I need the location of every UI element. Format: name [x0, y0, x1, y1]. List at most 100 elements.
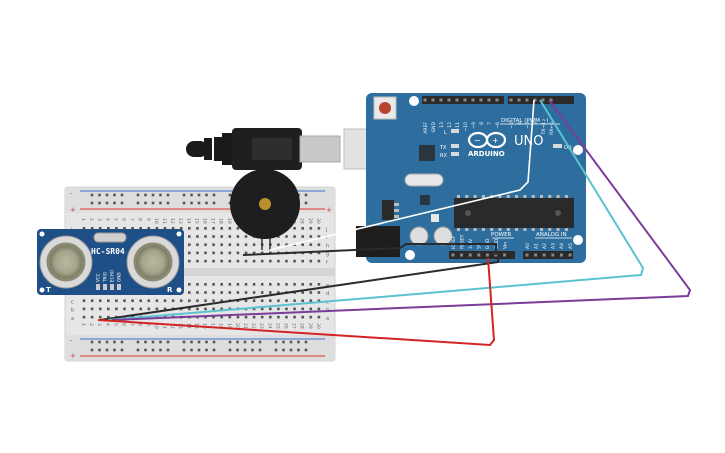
digital-pin[interactable]: [509, 98, 513, 102]
analog-pin[interactable]: [551, 253, 555, 257]
ic-pin: [540, 195, 543, 198]
breadboard-hole: [212, 243, 215, 246]
wire-buzzer-gnd[interactable]: [242, 243, 497, 256]
breadboard-hole: [220, 243, 223, 246]
sensor-pin[interactable]: [103, 284, 107, 290]
sensor-corner-t: T: [46, 286, 51, 294]
breadboard-hole: [236, 259, 240, 263]
sensor-pin[interactable]: [96, 284, 100, 290]
analog-pin[interactable]: [525, 253, 529, 257]
power-pin[interactable]: [503, 253, 507, 257]
wire-sensor-vcc[interactable]: [97, 257, 496, 347]
breadboard-hole: [301, 315, 304, 319]
power-pin[interactable]: [468, 253, 472, 257]
analog-pin-label: A1: [533, 243, 539, 249]
breadboard-hole: [171, 299, 175, 302]
digital-pin[interactable]: [463, 98, 467, 102]
breadboard-hole: [285, 299, 288, 302]
breadboard-hole: [293, 315, 296, 319]
capacitor-2: [433, 226, 453, 246]
breadboard-hole: [107, 307, 110, 311]
digital-pin[interactable]: [495, 98, 499, 102]
breadboard-hole: [204, 243, 207, 246]
column-number: 7: [129, 218, 135, 221]
mount-hole-1: [409, 96, 419, 106]
breadboard-hole: [309, 307, 313, 311]
power-pin[interactable]: [477, 253, 481, 257]
power-pin[interactable]: [485, 253, 489, 257]
sensor-pin[interactable]: [117, 284, 121, 290]
digital-pin[interactable]: [423, 98, 427, 102]
wire-sensor-trig[interactable]: [107, 99, 645, 321]
piezo-buzzer[interactable]: [230, 169, 300, 250]
digital-pin[interactable]: [439, 98, 443, 102]
analog-pin[interactable]: [534, 253, 538, 257]
digital-pin[interactable]: [525, 98, 529, 102]
breadboard-hole: [115, 299, 118, 302]
wire-sensor-echo[interactable]: [111, 99, 692, 321]
ic-pin: [540, 228, 543, 231]
wire-buzzer-signal[interactable]: [269, 99, 535, 251]
breadboard-hole: [252, 299, 256, 302]
rail-hole: [144, 340, 147, 344]
breadboard-hole: [155, 307, 159, 311]
column-number: 6: [121, 218, 127, 221]
digital-pin[interactable]: [517, 98, 521, 102]
digital-pin[interactable]: [471, 98, 475, 102]
breadboard-hole: [131, 227, 134, 230]
reset-button-cap[interactable]: [379, 102, 391, 114]
analog-pin[interactable]: [542, 253, 546, 257]
rail-hole: [105, 193, 109, 197]
breadboard-hole: [139, 307, 142, 311]
analog-pin[interactable]: [568, 253, 572, 257]
digital-pin[interactable]: [487, 98, 491, 102]
rail-hole: [297, 348, 300, 352]
breadboard-hole: [212, 291, 215, 294]
digital-pin-label: ~10: [463, 122, 469, 132]
rail-hole: [243, 348, 247, 352]
breadboard-hole: [204, 251, 207, 255]
breadboard-hole: [228, 227, 232, 230]
arduino-model-text: UNO: [514, 134, 543, 149]
digital-pin[interactable]: [549, 98, 553, 102]
breadboard-hole: [293, 227, 296, 230]
rail-hole: [144, 201, 147, 205]
breadboard-hole: [147, 307, 151, 311]
breadboard-hole: [317, 227, 321, 230]
column-number: 10: [153, 218, 159, 224]
sensor-pin-label: VCC: [96, 273, 101, 282]
analog-pin[interactable]: [559, 253, 563, 257]
sensor-pin[interactable]: [110, 284, 114, 290]
digital-pin[interactable]: [431, 98, 435, 102]
ic-pin: [556, 228, 560, 231]
rail-hole: [144, 193, 147, 197]
breadboard-hole: [285, 315, 288, 319]
digital-pin-label: ~9: [471, 122, 477, 129]
rail-plus-label-bottom: +: [70, 352, 76, 360]
rail-hole: [205, 193, 208, 197]
digital-pin[interactable]: [541, 98, 545, 102]
breadboard-hole: [260, 251, 264, 255]
digital-pin[interactable]: [479, 98, 483, 102]
digital-pin[interactable]: [455, 98, 459, 102]
breadboard-center-channel: [65, 268, 335, 276]
power-pin[interactable]: [460, 253, 464, 257]
power-pin[interactable]: [451, 253, 455, 257]
digital-pin[interactable]: [447, 98, 451, 102]
breadboard-hole: [252, 243, 256, 246]
breadboard-hole: [244, 315, 248, 319]
breadboard-hole: [220, 251, 223, 255]
wire-sensor-gnd[interactable]: [99, 255, 499, 321]
digital-pin-label: ~6: [495, 122, 501, 129]
power-pin-label: 5V: [477, 242, 483, 249]
breadboard-hole: [244, 291, 248, 294]
dc-power-jack[interactable]: [356, 226, 400, 257]
digital-pin-label: TX→1: [541, 122, 547, 136]
breadboard-hole: [317, 235, 321, 238]
breadboard-hole: [90, 307, 94, 311]
ic-pin: [473, 228, 477, 231]
ic-pin: [506, 195, 510, 198]
digital-pin[interactable]: [533, 98, 537, 102]
